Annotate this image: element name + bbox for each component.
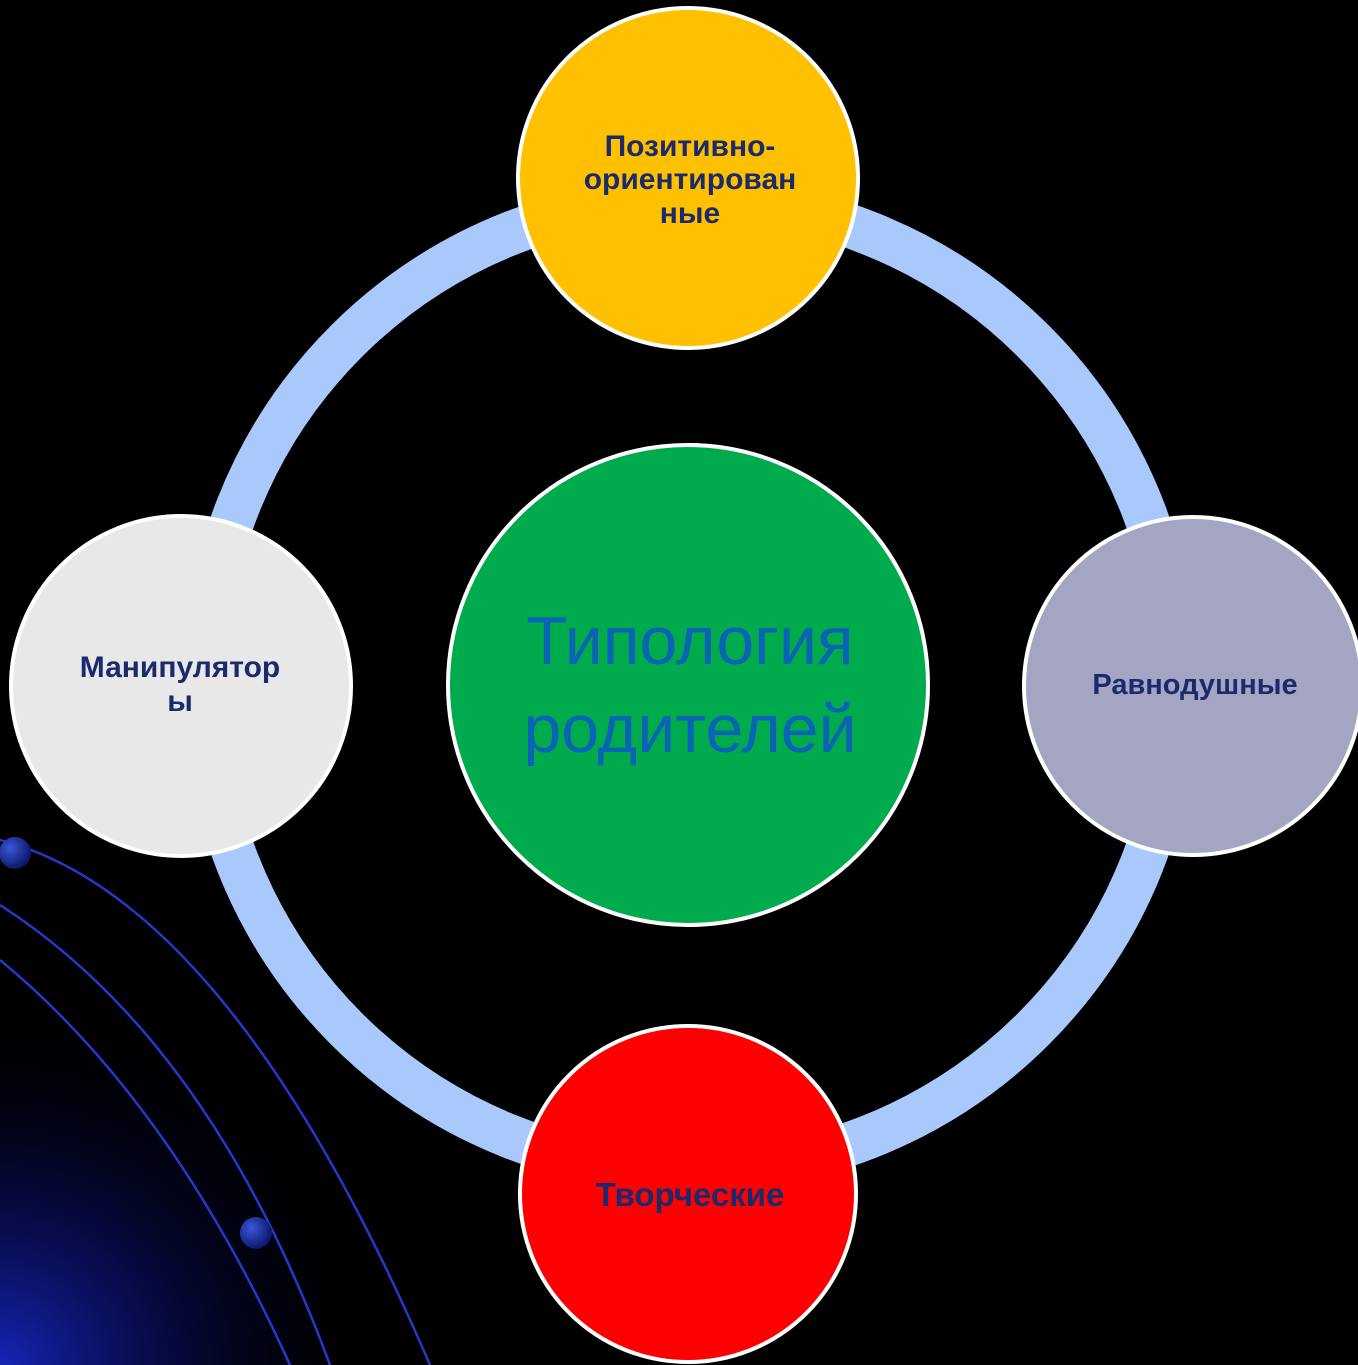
decorative-arcs — [0, 838, 432, 1365]
node-circle-top — [516, 6, 860, 350]
decorative-dot-lower — [240, 1217, 272, 1249]
node-label-right: Равнодушные — [1092, 668, 1298, 701]
node-label-bottom: Творческие — [595, 1175, 785, 1213]
center-circle — [446, 443, 930, 927]
center-label: Типология родителей — [523, 602, 857, 767]
node-circle-bottom — [518, 1024, 858, 1364]
decorative-dot-upper — [0, 837, 31, 869]
node-circle-right — [1022, 515, 1358, 857]
node-label-left: Манипулятор ы — [79, 651, 281, 718]
node-label-top: Позитивно- ориентирован ные — [583, 129, 797, 230]
node-circle-left — [9, 514, 353, 858]
